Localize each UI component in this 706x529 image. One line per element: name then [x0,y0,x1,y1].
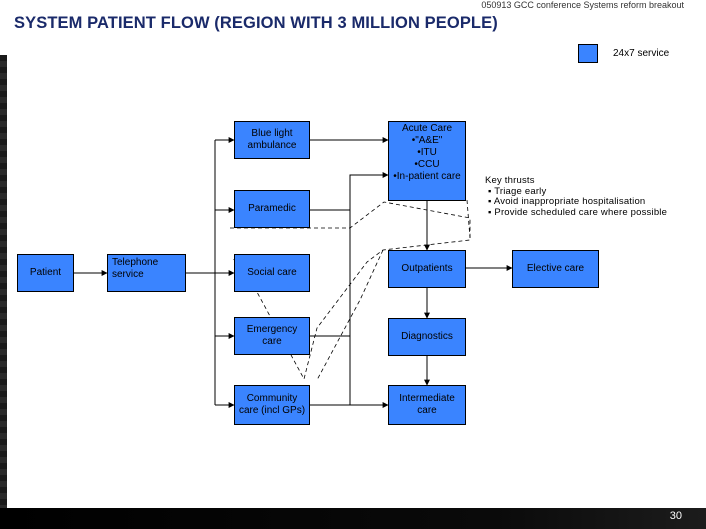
node-intermediate-care-label: Intermediate care [399,393,455,416]
node-outpatients-label: Outpatients [401,263,453,274]
link-paramedic-acute [310,172,389,211]
left-decorative-bar [0,0,7,529]
page-title: SYSTEM PATIENT FLOW (REGION WITH 3 MILLI… [14,14,498,32]
dashed-regroup-outline-2 [316,249,384,381]
dashed-regroup-outline [230,201,471,381]
node-elective-care-label: Elective care [526,263,585,274]
node-social-care: Social care [234,254,310,292]
node-social-care-label: Social care [247,267,297,278]
node-emergency-care-label: Emergency care [246,324,298,347]
node-blue-light-ambulance: Blue light ambulance [234,121,310,159]
legend-swatch [578,44,598,63]
node-outpatients: Outpatients [388,250,466,288]
node-emergency-care: Emergency care [234,317,310,355]
key-thrusts-panel: Key thrusts ▪ Triage early ▪ Avoid inapp… [485,175,695,226]
acute-care-item: •CCU [414,159,440,170]
node-telephone-label: Telephone service [112,257,159,280]
node-patient: Patient [17,254,74,292]
acute-care-item: •"A&E" [411,135,443,146]
node-blue-light-label: Blue light ambulance [247,128,297,151]
page-number: 30 [669,510,682,522]
acute-care-item: •In-patient care [393,171,461,182]
left-bar-strip [0,55,7,529]
node-community-care: Community care (incl GPs) [234,385,310,425]
node-diagnostics: Diagnostics [388,318,466,356]
node-elective-care: Elective care [512,250,599,288]
acute-care-content: Acute Care •"A&E" •ITU •CCU •In-patient … [393,123,460,183]
node-intermediate-care: Intermediate care [388,385,466,425]
node-community-care-label: Community care (incl GPs) [238,393,306,416]
key-thrust-item: ▪ Triage early [488,185,547,197]
key-thrust-item: ▪ Provide scheduled care where possible [488,206,668,218]
footer-bar: 30 [0,508,706,529]
legend-label: 24x7 service [613,48,670,59]
acute-care-item: •ITU [417,147,437,158]
key-thrusts-heading: Key thrusts [485,175,535,186]
node-diagnostics-label: Diagnostics [401,331,453,342]
node-patient-label: Patient [29,267,62,278]
node-paramedic: Paramedic [234,190,310,228]
acute-care-title: Acute Care [401,123,453,134]
header-note: 050913 GCC conference Systems reform bre… [481,0,684,10]
node-telephone-service: Telephone service [107,254,186,292]
dashed-regroup-outline-3 [466,199,471,239]
node-paramedic-label: Paramedic [248,203,296,214]
node-acute-care: Acute Care •"A&E" •ITU •CCU •In-patient … [388,121,466,201]
key-thrust-item: ▪ Avoid inappropriate hospitalisation [488,196,646,207]
